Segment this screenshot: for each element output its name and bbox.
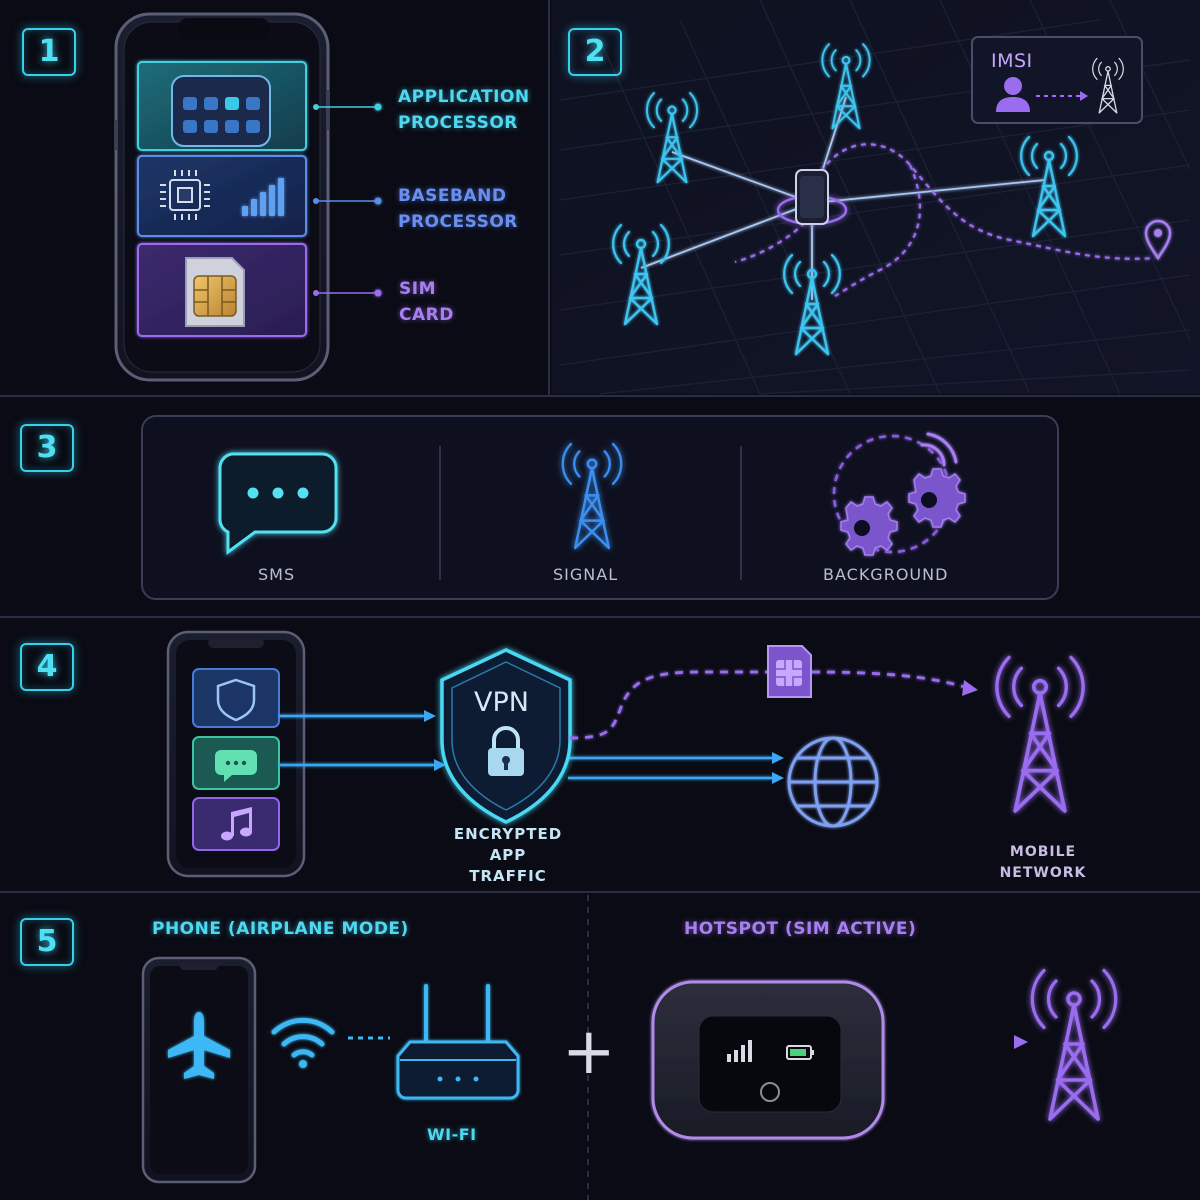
connector-lines: [313, 103, 382, 297]
wifi-icon: [271, 1017, 335, 1068]
chat-bubble-icon: [215, 750, 257, 782]
panel-1: [114, 12, 382, 382]
signal-bars-icon: [242, 178, 284, 216]
panel-5: [141, 956, 1118, 1184]
hotspot-device: [651, 980, 885, 1140]
step-number-2: 2: [568, 28, 622, 76]
plus-sign: +: [562, 1015, 617, 1089]
globe-icon: [787, 736, 879, 828]
hotspot-heading: HOTSPOT (SIM ACTIVE): [684, 919, 917, 939]
step-number-4: 4: [20, 643, 74, 691]
imsi-label: IMSI: [991, 50, 1033, 72]
user-icon: [996, 77, 1030, 112]
central-phone: [776, 169, 848, 226]
panel-2: [552, 0, 1200, 395]
phone-airplane-heading: PHONE (AIRPLANE MODE): [152, 919, 409, 939]
traffic-arrows: [279, 714, 772, 780]
wifi-label: WI-FI: [427, 1125, 477, 1144]
lock-icon: [488, 726, 524, 776]
step-number-5: 5: [20, 918, 74, 966]
sim-card-icon: [185, 257, 245, 327]
map-grid: [559, 0, 1191, 395]
gears-icon: [832, 432, 966, 556]
vpn-shield: [440, 648, 572, 824]
airplane-icon: [168, 1012, 230, 1079]
cell-tower-icon: [1030, 968, 1118, 1121]
vpn-app-tile: [192, 668, 280, 728]
imsi-box: [971, 36, 1143, 124]
sim-card-icon: [767, 645, 812, 698]
vpn-label: VPN: [474, 687, 529, 718]
location-pin-icon: [1144, 219, 1172, 261]
chip-icon: [160, 170, 210, 220]
chat-bubble-icon: [218, 452, 338, 555]
battery-icon: [786, 1045, 814, 1060]
step-number-1: 1: [22, 28, 76, 76]
tracking-paths: [734, 143, 1156, 297]
cell-tower-icon: [995, 655, 1085, 813]
shield-icon: [216, 678, 256, 722]
sms-label: SMS: [258, 565, 296, 584]
signal-bars-icon: [727, 1040, 752, 1062]
app-grid-icon: [171, 75, 271, 147]
panel-4: [166, 630, 1085, 878]
router-icon: [396, 984, 520, 1100]
background-label: BACKGROUND: [823, 565, 949, 584]
step-number-3: 3: [20, 424, 74, 472]
panel-3: [141, 415, 1059, 600]
music-note-icon: [221, 807, 252, 841]
music-app-tile: [192, 797, 280, 851]
signal-label: SIGNAL: [553, 565, 619, 584]
